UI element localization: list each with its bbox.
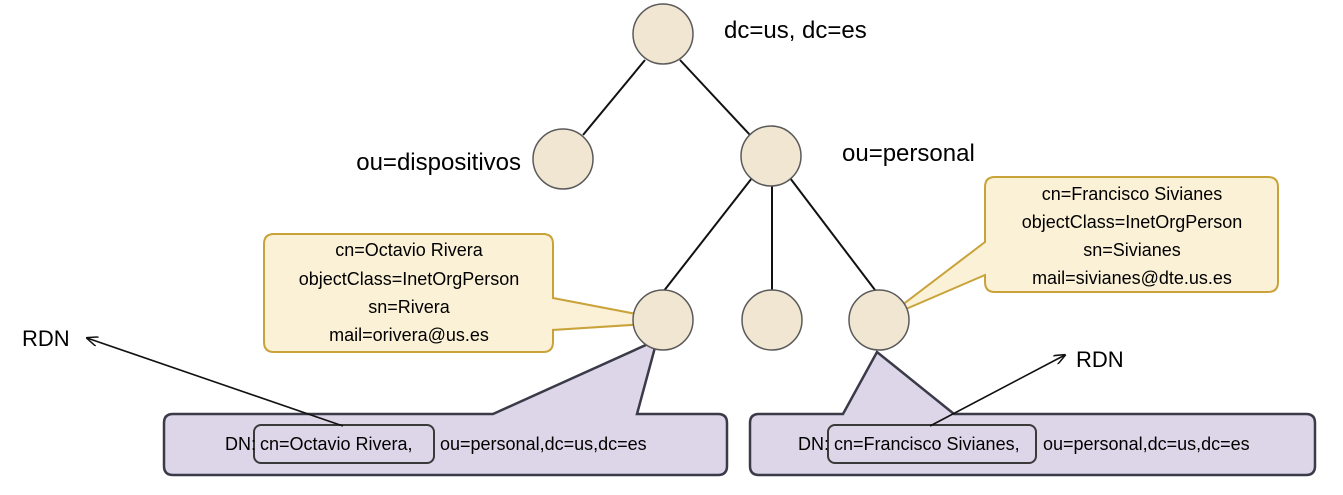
- callout-francisco-line: mail=sivianes@dte.us.es: [1032, 268, 1232, 288]
- node-root: [632, 3, 694, 65]
- edge-root-personal: [679, 59, 751, 136]
- callout-francisco-line: sn=Sivianes: [1083, 240, 1181, 260]
- rdn-arrow-left: [87, 338, 344, 427]
- dn-prefix-francisco: DN:: [798, 434, 829, 454]
- dn-rest-francisco: ou=personal,dc=us,dc=es: [1043, 434, 1250, 454]
- rdn-arrow-right: [929, 355, 1065, 427]
- callout-francisco-line: cn=Francisco Sivianes: [1042, 184, 1223, 204]
- dispositivos-label: ou=dispositivos: [356, 149, 521, 176]
- callout-francisco: [884, 176, 1279, 319]
- dn-box-francisco: [748, 350, 1317, 477]
- rdn-label-left: RDN: [22, 326, 70, 351]
- rdn-box-octavio: [253, 424, 435, 464]
- edge-root-dispositivos: [582, 59, 646, 136]
- edge-personal-octavio: [662, 177, 753, 293]
- tree-edges: [582, 59, 876, 293]
- rdn-label-right: RDN: [1076, 347, 1124, 372]
- dn-rdn-francisco: cn=Francisco Sivianes,: [834, 434, 1020, 454]
- callout-francisco-line: objectClass=InetOrgPerson: [1022, 212, 1243, 232]
- dn-box-octavio: [162, 337, 729, 477]
- node-francisco: [848, 289, 910, 351]
- edge-personal-francisco: [789, 177, 876, 291]
- callout-octavio-line: mail=orivera@us.es: [329, 325, 489, 345]
- callout-octavio-line: objectClass=InetOrgPerson: [299, 269, 520, 289]
- callout-octavio: [263, 233, 679, 353]
- dn-rest-octavio: ou=personal,dc=us,dc=es: [440, 434, 647, 454]
- callout-octavio-line: sn=Rivera: [368, 297, 451, 317]
- root-label: dc=us, dc=es: [724, 17, 867, 44]
- node-middle: [741, 289, 803, 351]
- node-dispositivos: [532, 128, 594, 190]
- dn-rdn-octavio: cn=Octavio Rivera,: [260, 434, 413, 454]
- dn-prefix-octavio: DN:: [225, 434, 256, 454]
- node-personal: [740, 125, 802, 187]
- node-octavio: [632, 289, 694, 351]
- tree-nodes: [532, 3, 910, 351]
- personal-label: ou=personal: [842, 140, 975, 167]
- callout-octavio-attributes: cn=Octavio Rivera objectClass=InetOrgPer…: [299, 240, 520, 345]
- callout-francisco-attributes: cn=Francisco Sivianes objectClass=InetOr…: [1022, 184, 1243, 288]
- callout-octavio-line: cn=Octavio Rivera: [335, 240, 484, 260]
